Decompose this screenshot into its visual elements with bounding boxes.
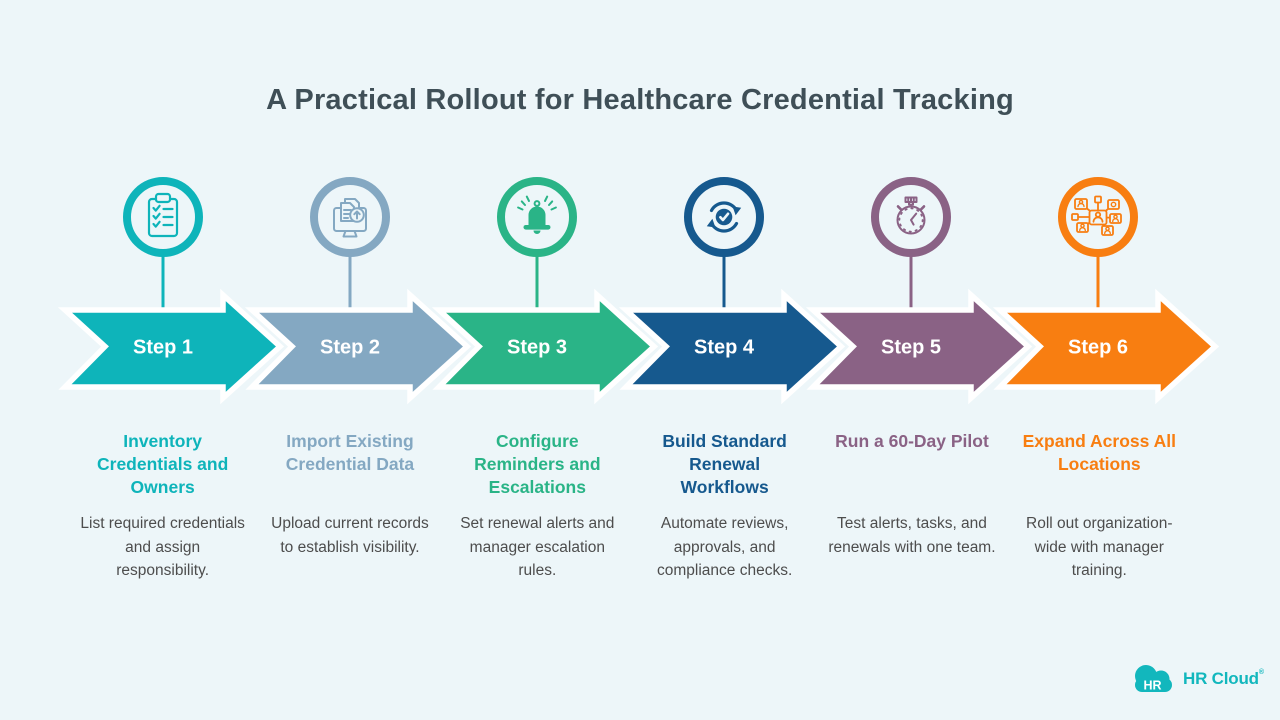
step-2-icon-ring	[310, 177, 390, 257]
step-1-arrow	[57, 288, 285, 405]
upload-data-icon	[333, 198, 367, 238]
step-5-icon-ring	[871, 177, 951, 257]
step-1-icon-ring	[123, 177, 203, 257]
clipboard-checklist-icon	[147, 192, 179, 238]
process-band: Step 1 Step 2 Step 3 Step 4 Step 5 Step …	[57, 177, 1220, 405]
step-6-icon-ring	[1058, 177, 1138, 257]
step-2-arrow-label: Step 2	[320, 337, 380, 359]
alert-bell-icon	[517, 195, 557, 234]
step-5-arrow	[805, 288, 1033, 405]
step-4-description: Automate reviews, approvals, and complia…	[657, 515, 793, 579]
step-3-arrow-label: Step 3	[507, 337, 567, 359]
step-3-title: Configure Reminders and Escalations	[474, 431, 601, 497]
step-1-column: Inventory Credentials and Owners List re…	[69, 430, 256, 583]
step-1-description: List required credentials and assign res…	[80, 515, 245, 579]
step-6-column: Expand Across All Locations Roll out org…	[1006, 430, 1193, 583]
step-5-title: Run a 60-Day Pilot	[835, 431, 989, 451]
renewal-sync-icon	[706, 201, 742, 233]
step-4-arrow-label: Step 4	[694, 337, 755, 359]
org-network-icon	[1071, 195, 1122, 236]
hr-cloud-logo: HR HR Cloud®	[1130, 659, 1264, 699]
step-6-title: Expand Across All Locations	[1022, 431, 1176, 474]
step-4-title: Build Standard Renewal Workflows	[662, 431, 787, 497]
step-3-column: Configure Reminders and Escalations Set …	[444, 430, 631, 583]
step-6-arrow-label: Step 6	[1068, 337, 1128, 359]
step-1-title: Inventory Credentials and Owners	[97, 431, 229, 497]
step-4-column: Build Standard Renewal Workflows Automat…	[631, 430, 818, 583]
step-4-arrow	[618, 288, 846, 405]
step-text-columns: Inventory Credentials and Owners List re…	[69, 430, 1193, 583]
step-4-icon-ring	[684, 177, 764, 257]
step-5-column: Run a 60-Day Pilot Test alerts, tasks, a…	[818, 430, 1005, 583]
step-5-description: Test alerts, tasks, and renewals with on…	[828, 515, 996, 556]
stopwatch-icon	[896, 196, 926, 235]
step-3-icon-ring	[497, 177, 577, 257]
step-6-description: Roll out organization-wide with manager …	[1026, 515, 1173, 579]
step-2-description: Upload current records to establish visi…	[271, 515, 429, 556]
step-2-column: Import Existing Credential Data Upload c…	[256, 430, 443, 583]
hr-cloud-monogram: HR	[1143, 679, 1161, 693]
step-5-arrow-label: Step 5	[881, 337, 941, 359]
page-title: A Practical Rollout for Healthcare Crede…	[266, 84, 1014, 116]
step-1-arrow-label: Step 1	[133, 337, 193, 359]
step-2-title: Import Existing Credential Data	[285, 431, 415, 474]
hr-cloud-wordmark: HR Cloud®	[1183, 669, 1264, 688]
step-6-arrow	[992, 288, 1220, 405]
step-2-arrow	[244, 288, 472, 405]
step-3-arrow	[431, 288, 659, 405]
hr-cloud-logo-icon: HR	[1135, 665, 1172, 693]
step-3-description: Set renewal alerts and manager escalatio…	[460, 515, 615, 579]
